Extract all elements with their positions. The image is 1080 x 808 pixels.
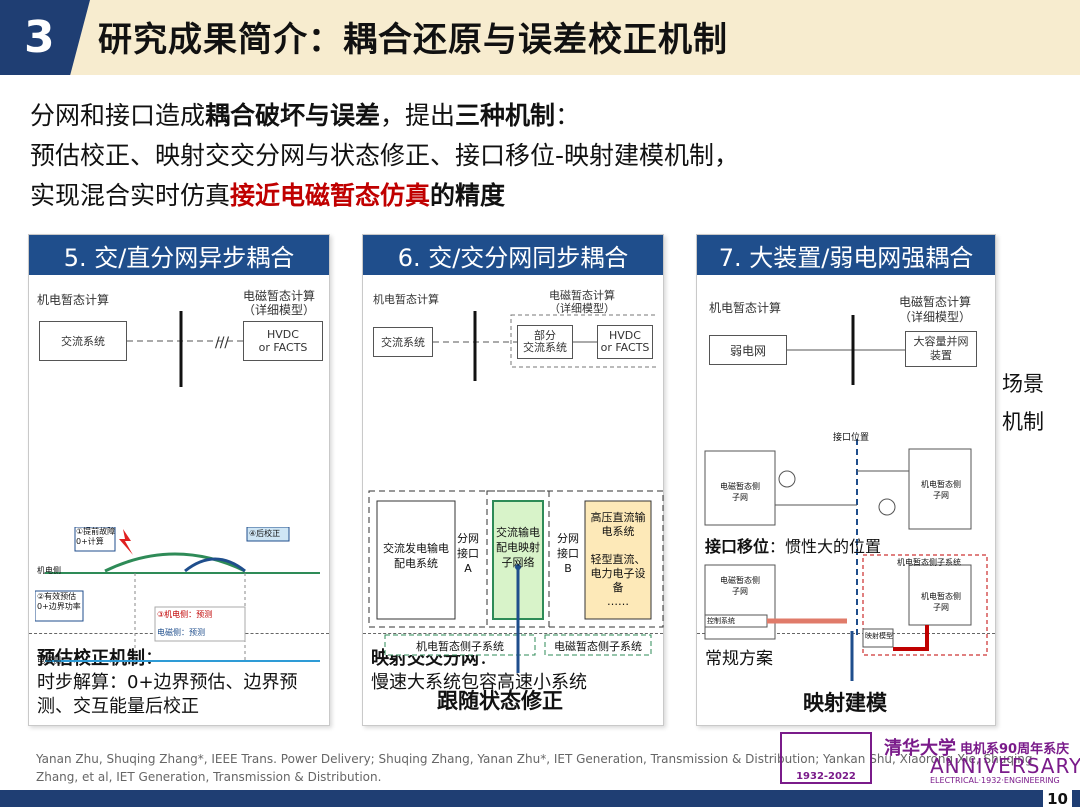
intro-text: 分网和接口造成耦合破坏与误差，提出三种机制： 预估校正、映射交交分网与状态修正、… [30, 96, 739, 216]
anniversary-logo: 1932-2022 清华大学 电机系90周年系庆 ANNIVERSARY ELE… [780, 730, 1080, 788]
scene-lines [433, 311, 657, 381]
scene-lines: /// [127, 311, 243, 387]
panel-divider [363, 633, 663, 634]
mapping-diagram [368, 490, 664, 673]
panel-async-coupling: 5. 交/直分网异步耦合 机电暂态计算 电磁暂态计算 （详细模型） 交流系统 H… [28, 234, 330, 726]
side-label-mechanism: 机制 [1002, 410, 1044, 434]
section-number: 3 [0, 0, 90, 75]
panel-footer-label: 跟随状态修正 [437, 689, 563, 713]
mechanism-text: 映射交交分网： 慢速大系统包容高速小系统 [371, 648, 587, 693]
device-box: 大容量并网 装置 [905, 331, 977, 367]
ac-system-box: 交流系统 [39, 321, 127, 361]
panel-footer-label: 映射建模 [803, 691, 887, 715]
mechanism-text: 常规方案 [705, 649, 773, 669]
panel-sync-coupling: 6. 交/交分网同步耦合 机电暂态计算 电磁暂态计算 （详细模型） 交流系统 部… [362, 234, 664, 726]
ac-system-box: 交流系统 [373, 327, 433, 357]
slide-title: 研究成果简介：耦合还原与误差校正机制 [98, 20, 728, 60]
panel-title: 5. 交/直分网异步耦合 [29, 235, 329, 275]
intro-line-2: 预估校正、映射交交分网与状态修正、接口移位-映射建模机制， [30, 141, 740, 170]
slide-header: 3 研究成果简介：耦合还原与误差校正机制 [0, 0, 1080, 75]
panel-title: 7. 大装置/弱电网强耦合 [697, 235, 995, 275]
side-label-scene: 场景 [1002, 372, 1044, 396]
svg-text:///: /// [215, 335, 229, 351]
scene-diagram: 机电暂态计算 电磁暂态计算 （详细模型） 交流系统 HVDC or FACTS … [37, 285, 323, 621]
logo-emblem: 1932-2022 [780, 732, 872, 784]
mechanism-text: 预估校正机制： 时步解算：0+边界预估、边界预测、交互能量后校正 [37, 648, 298, 717]
intro-line-1: 分网和接口造成耦合破坏与误差，提出三种机制： [30, 101, 581, 130]
page-number: 10 [1043, 790, 1072, 808]
panel-divider [697, 633, 995, 634]
scene-lines [787, 315, 905, 385]
partial-ac-box: 部分 交流系统 [517, 325, 573, 359]
hvdc-box: HVDC or FACTS [243, 321, 323, 361]
intro-line-3: 实现混合实时仿真接近电磁暂态仿真的精度 [30, 181, 506, 210]
timing-diagram [35, 527, 320, 662]
interface-diagram [704, 439, 988, 681]
references: Yanan Zhu, Shuqing Zhang*, IEEE Trans. P… [36, 752, 1033, 784]
bottom-bar [0, 790, 1080, 807]
weak-grid-box: 弱电网 [709, 335, 787, 365]
hvdc-box: HVDC or FACTS [597, 325, 653, 359]
interface-shift-text: 接口移位：惯性大的位置 [705, 537, 882, 556]
panel-title: 6. 交/交分网同步耦合 [363, 235, 663, 275]
panel-strong-coupling: 7. 大装置/弱电网强耦合 机电暂态计算 电磁暂态计算 （详细模型） 弱电网 大… [696, 234, 996, 726]
